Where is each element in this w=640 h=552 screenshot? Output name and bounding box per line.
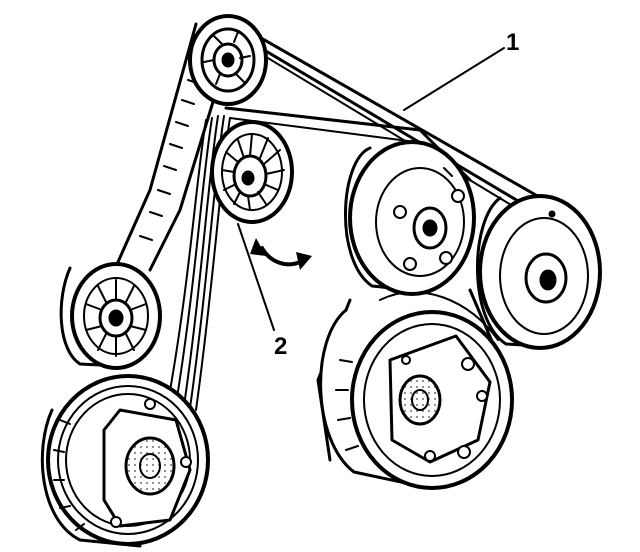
water-pump-pulley	[476, 194, 602, 350]
belt-tensioner-pulley	[210, 120, 294, 224]
idler-pulley	[59, 262, 162, 370]
ac-compressor-pulley	[344, 140, 476, 296]
generator-pulley	[319, 308, 514, 490]
callout-label-2: 2	[274, 333, 287, 360]
crankshaft-pulley	[40, 374, 210, 548]
top-idler-pulley	[188, 14, 268, 106]
callout-label-1: 1	[506, 29, 519, 56]
leader-lines	[237, 47, 505, 331]
tensioner-rotation-arrow-icon	[250, 238, 312, 270]
